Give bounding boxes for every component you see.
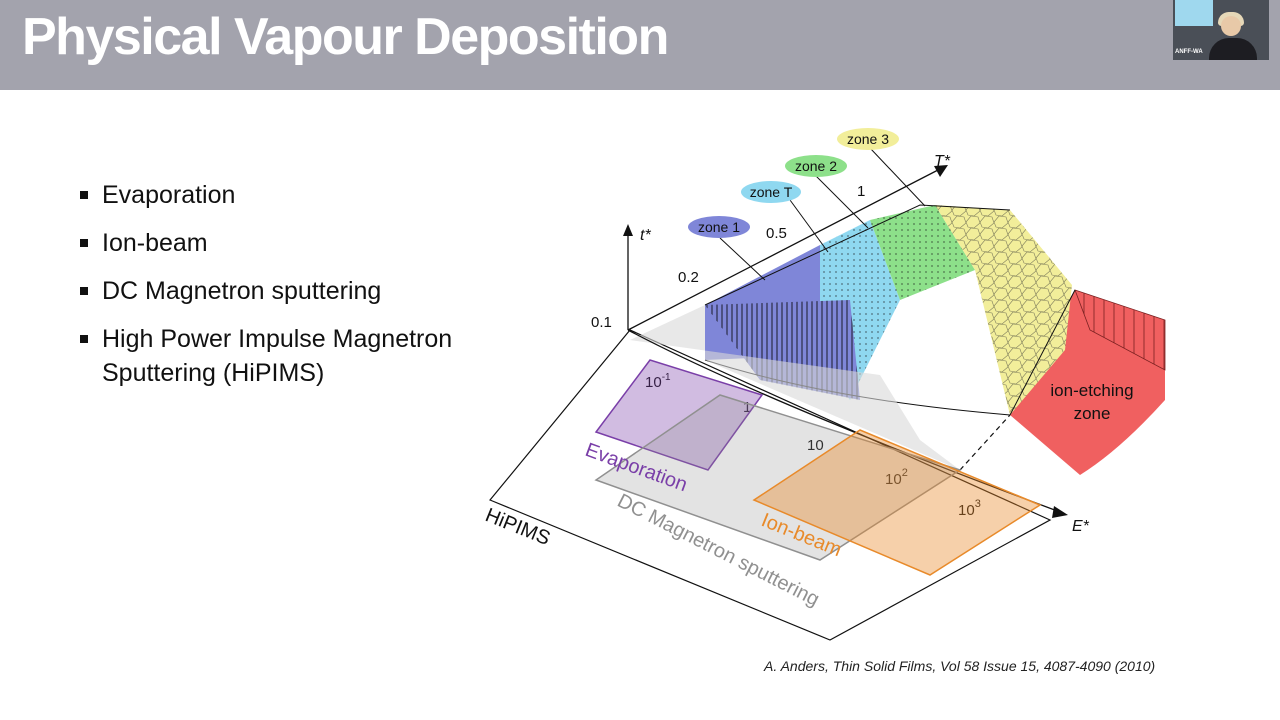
zone-3-label: zone 3 [847, 131, 889, 147]
block-outline [704, 204, 1011, 306]
zone-2-label: zone 2 [795, 158, 837, 174]
citation: A. Anders, Thin Solid Films, Vol 58 Issu… [764, 658, 1156, 674]
E-axis [627, 329, 1061, 513]
dashed-boundary [959, 414, 1011, 471]
title-bar: Physical Vapour Deposition [0, 0, 1280, 90]
t-tick-label: 0.5 [766, 225, 787, 242]
zone-T-badge [741, 181, 801, 203]
ion-etching-label: ion-etching [1050, 381, 1133, 400]
t-axis-arrow [623, 224, 633, 236]
webcam-background-screen [1175, 0, 1213, 26]
zone-1-badge [688, 216, 750, 238]
zone-1-label: zone 1 [698, 219, 740, 235]
t-axis-label: t* [640, 227, 651, 244]
t-tick-label: 0.1 [591, 314, 612, 331]
e-tick-label: 103 [958, 498, 981, 519]
zone-2-texture [870, 205, 975, 300]
bullet-item: Evaporation [80, 178, 542, 212]
webcam-label: ANFF-WA [1175, 49, 1203, 55]
bullet-item: DC Magnetron sputtering [80, 274, 542, 308]
presenter-head [1221, 16, 1241, 36]
bullet-item: High Power Impulse Magnetron Sputtering … [80, 322, 542, 390]
ion-etching-label: zone [1074, 404, 1111, 423]
bullet-item: Ion-beam [80, 226, 542, 260]
substrate-strip [630, 305, 960, 470]
t-tick-label: 1 [857, 183, 865, 200]
webcam-video[interactable]: ANFF-WA [1173, 0, 1269, 60]
e-tick-label: 102 [885, 467, 908, 488]
zone-2-badge [785, 155, 847, 177]
zone-3-pointer [869, 147, 926, 207]
zone-T-label: zone T [750, 184, 793, 200]
E-axis-label: E* [1072, 518, 1090, 535]
E-axis-arrow [1052, 506, 1068, 518]
ion-etching-top [1074, 289, 1166, 371]
zone-2-pointer [814, 174, 869, 229]
slide-title: Physical Vapour Deposition [22, 8, 669, 66]
base-plane [489, 329, 1052, 641]
presenter-body [1209, 38, 1257, 60]
structure-zone-diagram: t* T* E* 0.1 0.2 0.5 1 10-1 1 10 102 103… [482, 128, 1166, 641]
zone-3-badge [837, 128, 899, 150]
T-axis [627, 169, 939, 331]
evaporation-region [594, 359, 764, 471]
T-axis-label: T* [934, 153, 951, 170]
dc-magnetron-region [594, 394, 962, 561]
zone-1-pointer [719, 237, 766, 281]
T-axis-arrow [934, 165, 948, 177]
t-tick-label: 0.2 [678, 269, 699, 286]
e-tick-label: 10 [807, 437, 824, 454]
e-tick-label: 10-1 [645, 372, 671, 391]
e-tick-label: 1 [743, 399, 751, 416]
etch-boundary-line [1009, 289, 1076, 416]
ion-beam-region [752, 429, 1042, 576]
zone-T-pointer [789, 199, 829, 253]
bullet-list: Evaporation Ion-beam DC Magnetron sputte… [80, 178, 542, 404]
